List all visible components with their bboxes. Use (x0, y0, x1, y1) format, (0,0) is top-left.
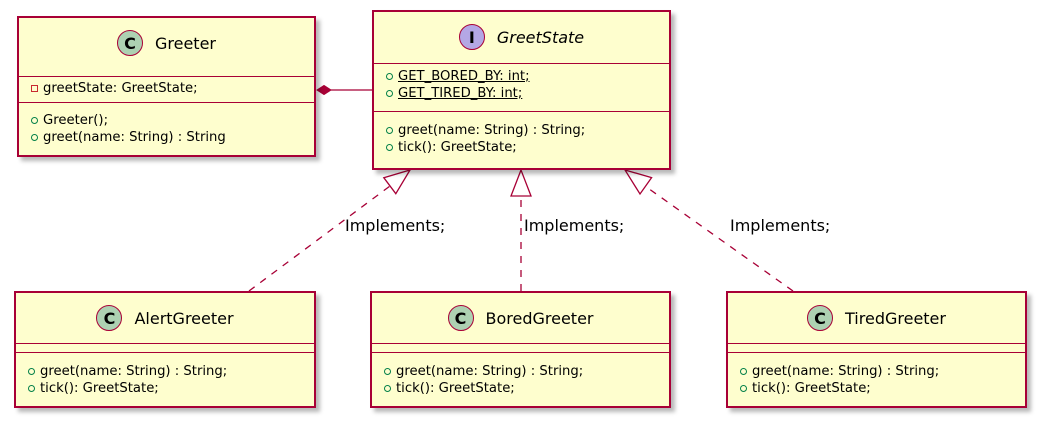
interface-greetstate[interactable]: I GreetState GET_BORED_BY: int; GET_TIRE… (372, 10, 671, 170)
interface-name: GreetState (496, 27, 585, 47)
public-visibility-icon (740, 385, 747, 392)
implements-label-bored: Implements; (524, 216, 625, 235)
methods-section: greet(name: String) : String; tick(): Gr… (28, 363, 310, 397)
divider (728, 343, 1025, 344)
divider (372, 343, 669, 344)
divider (728, 352, 1025, 353)
divider (16, 352, 314, 353)
class-stereotype-icon: C (96, 305, 123, 331)
public-visibility-icon (740, 368, 747, 375)
method-text: Greeter(); (43, 113, 109, 128)
method-text: tick(): GreetState; (752, 381, 871, 396)
public-visibility-icon (31, 117, 38, 124)
method-text: greet(name: String) : String; (752, 364, 940, 379)
divider (16, 343, 314, 344)
public-visibility-icon (384, 368, 391, 375)
method: greet(name: String) : String; (740, 363, 1021, 380)
implements-line-alert (248, 185, 391, 292)
static-attribute-text: GET_TIRED_BY: int; (398, 86, 523, 101)
public-visibility-icon (28, 385, 35, 392)
method-text: tick(): GreetState; (398, 140, 517, 155)
public-visibility-icon (386, 144, 393, 151)
public-visibility-icon (28, 368, 35, 375)
public-visibility-icon (386, 127, 393, 134)
method: greet(name: String) : String; (28, 363, 310, 380)
class-alertgreeter[interactable]: C AlertGreeter greet(name: String) : Str… (14, 291, 316, 408)
method: greet(name: String) : String; (386, 122, 665, 139)
divider (372, 352, 669, 353)
method: greet(name: String) : String; (384, 363, 665, 380)
class-name: Greeter (154, 33, 216, 53)
method: greet(name: String) : String (31, 129, 310, 146)
divider (374, 63, 669, 64)
class-tiredgreeter[interactable]: C TiredGreeter greet(name: String) : Str… (726, 291, 1027, 408)
divider (374, 111, 669, 112)
method-text: tick(): GreetState; (40, 381, 159, 396)
method: Greeter(); (31, 112, 310, 129)
method-text: tick(): GreetState; (396, 381, 515, 396)
method: tick(): GreetState; (384, 380, 665, 397)
divider (19, 102, 314, 103)
class-name: AlertGreeter (134, 308, 234, 328)
class-stereotype-icon: C (447, 305, 474, 331)
attribute-text: greetState: GreetState; (43, 81, 198, 96)
attributes-section: greetState: GreetState; (31, 80, 310, 97)
implements-line-tired (644, 185, 794, 292)
attribute: GET_TIRED_BY: int; (386, 85, 665, 102)
methods-section: Greeter(); greet(name: String) : String (31, 112, 310, 146)
method-text: greet(name: String) : String; (398, 123, 586, 138)
implements-label-tired: Implements; (730, 216, 831, 235)
public-visibility-icon (386, 73, 393, 80)
public-visibility-icon (31, 134, 38, 141)
realization-arrowhead-icon (623, 168, 653, 196)
methods-section: greet(name: String) : String; tick(): Gr… (740, 363, 1021, 397)
attribute: GET_BORED_BY: int; (386, 68, 665, 85)
attribute: greetState: GreetState; (31, 80, 310, 97)
implements-label-alert: Implements; (345, 216, 446, 235)
realization-arrowhead-icon (382, 168, 412, 195)
public-visibility-icon (384, 385, 391, 392)
method-text: greet(name: String) : String; (396, 364, 584, 379)
method-text: greet(name: String) : String; (40, 364, 228, 379)
realization-arrowhead-icon (510, 168, 532, 197)
class-stereotype-icon: C (116, 30, 143, 56)
composition-diamond-icon (316, 84, 332, 96)
static-attribute-text: GET_BORED_BY: int; (398, 69, 530, 84)
divider (19, 76, 314, 77)
interface-stereotype-icon: I (458, 24, 485, 50)
methods-section: greet(name: String) : String; tick(): Gr… (386, 122, 665, 156)
method-text: greet(name: String) : String (43, 130, 226, 145)
class-greeter[interactable]: C Greeter greetState: GreetState; Greete… (17, 16, 316, 157)
class-boredgreeter[interactable]: C BoredGreeter greet(name: String) : Str… (370, 291, 671, 408)
method: tick(): GreetState; (28, 380, 310, 397)
method: tick(): GreetState; (386, 139, 665, 156)
private-visibility-icon (31, 85, 38, 92)
attributes-section: GET_BORED_BY: int; GET_TIRED_BY: int; (386, 68, 665, 102)
class-name: TiredGreeter (845, 308, 946, 328)
class-name: BoredGreeter (485, 308, 594, 328)
public-visibility-icon (386, 90, 393, 97)
methods-section: greet(name: String) : String; tick(): Gr… (384, 363, 665, 397)
class-stereotype-icon: C (807, 305, 834, 331)
method: tick(): GreetState; (740, 380, 1021, 397)
